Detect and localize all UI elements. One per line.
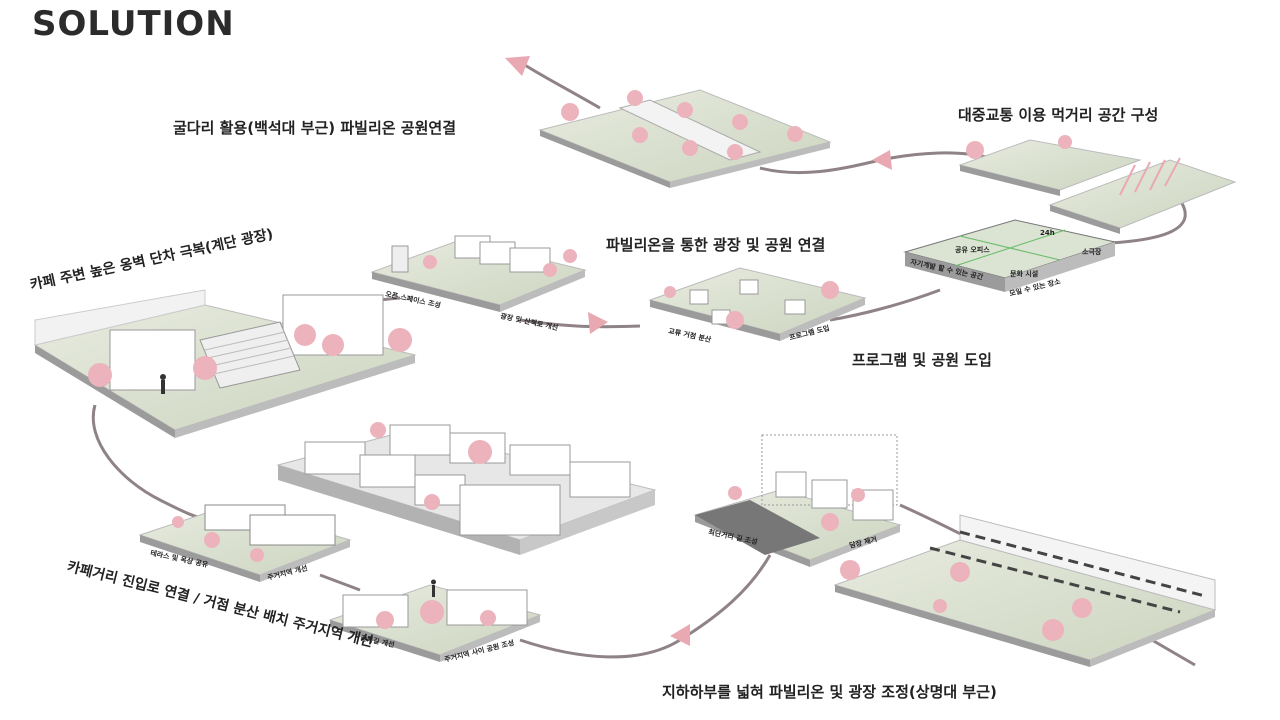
- plaza-label-2: 광장 및 산책로 개선: [500, 311, 559, 332]
- cafe-terrace-block: 테라스 및 옥상 공유 주거지역 개선: [138, 504, 352, 582]
- underpass-pavilion-block: [833, 514, 1217, 667]
- arrow-icon: [588, 312, 608, 334]
- program-cell-3: 소극장: [1082, 247, 1102, 256]
- program-cell-4: 문화 시설: [1010, 269, 1038, 278]
- caption-pavilion-plaza: 파빌리온을 통한 광장 및 공원 연결: [606, 236, 826, 254]
- connection-path: [1109, 199, 1187, 245]
- connection-path: [91, 404, 211, 522]
- step-plaza-block: [33, 289, 417, 438]
- connection-path: [829, 288, 941, 322]
- arrow-icon: [505, 56, 530, 76]
- pavilion-plaza-block: 교류 거점 분산 프로그램 도입: [648, 267, 867, 344]
- open-space-block: 오픈 스페이스 조성 광장 및 산책로 개선: [370, 235, 587, 332]
- program-cell-1: 공유 오피스: [955, 245, 990, 254]
- residential-park-block: 골목길 개선 주거지역 사이 공원 조성: [328, 584, 542, 664]
- caption-program: 프로그램 및 공원 도입: [852, 351, 992, 369]
- caption-food-street: 대중교통 이용 먹거리 공간 구성: [958, 106, 1159, 124]
- page-title: SOLUTION: [32, 4, 235, 44]
- shortcut-road-block: 최단거리 길 조성 담장 제거: [693, 434, 902, 567]
- caption-underpass: 굴다리 활용(백석대 부근) 파빌리온 공원연결: [173, 119, 457, 137]
- underpass-park-block: [538, 89, 832, 188]
- connection-path: [519, 554, 772, 659]
- program-block: 공유 오피스 24h 소극장 문화 시설 자기계발 할 수 있는 공간 모일 수…: [903, 219, 1117, 298]
- arrow-icon: [670, 624, 690, 646]
- pavilion-label-1: 교류 거점 분산: [668, 326, 713, 344]
- connection-path: [319, 573, 361, 592]
- caption-underpass-pavilion: 지하하부를 넓혀 파빌리온 및 광장 조정(상명대 부근): [662, 683, 997, 701]
- arrow-icon: [872, 150, 892, 170]
- connection-path: [519, 318, 641, 329]
- connection-path: [519, 60, 601, 110]
- program-cell-2: 24h: [1040, 229, 1055, 237]
- house-street-block: [276, 422, 657, 555]
- food-street-block: [958, 135, 1237, 234]
